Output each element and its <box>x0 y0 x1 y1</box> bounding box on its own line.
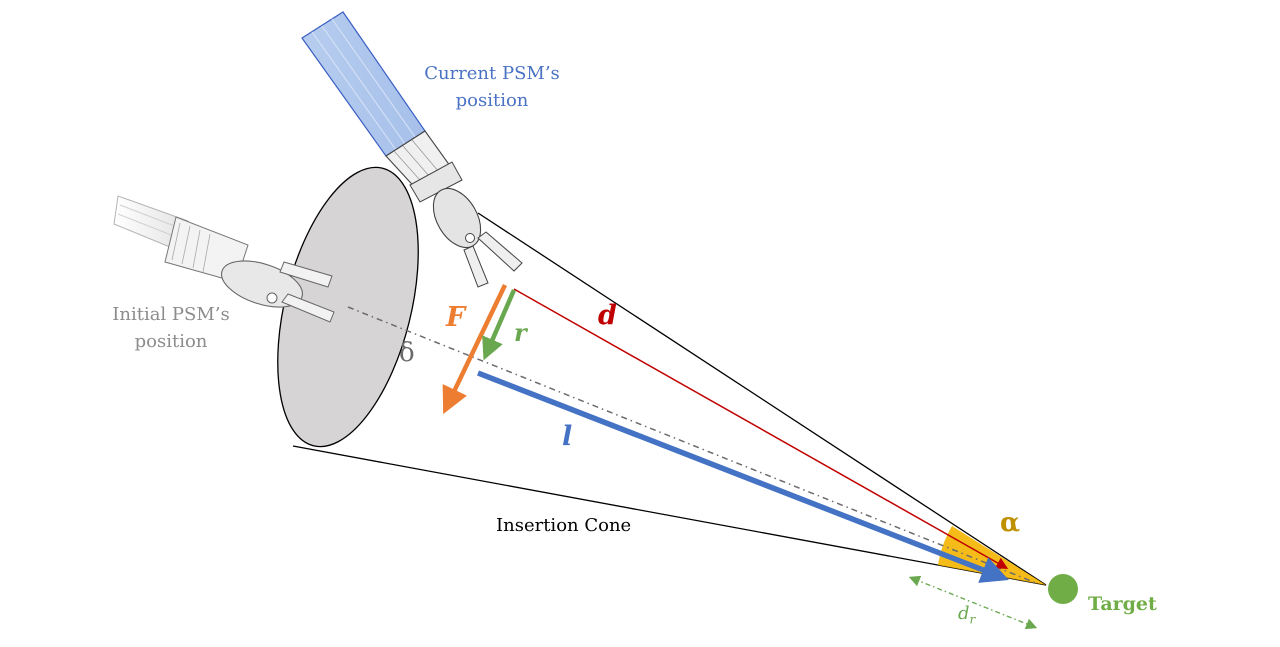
f-symbol: F <box>446 302 466 333</box>
r-vector <box>482 289 517 361</box>
target-dot <box>1048 574 1078 604</box>
dr-symbol-sub: r <box>969 612 976 627</box>
l-vector <box>477 370 1009 583</box>
target-label: Target <box>1088 593 1157 615</box>
current-psm-label: Current PSM’s position <box>412 60 572 114</box>
dr-symbol: dr <box>958 603 975 627</box>
current-psm-label-line1: Current PSM’s <box>424 63 560 84</box>
r-symbol: r <box>514 318 527 347</box>
current-psm-tool <box>301 11 523 288</box>
dr-symbol-main: d <box>958 603 970 624</box>
d-symbol: d <box>598 300 617 331</box>
current-psm-label-line2: position <box>455 90 529 111</box>
d-vector <box>513 288 1009 569</box>
alpha-wedge <box>938 526 1046 585</box>
f-vector <box>442 284 508 415</box>
dr-double-arrow <box>908 575 1038 630</box>
insertion-cone-label: Insertion Cone <box>496 515 632 536</box>
delta-symbol: δ <box>399 338 415 368</box>
initial-psm-label: Initial PSM’s position <box>96 301 246 355</box>
initial-psm-label-line2: position <box>134 331 208 352</box>
cone-axis-dashdot <box>347 306 1037 584</box>
cone-upper-edge <box>477 212 1047 586</box>
initial-psm-label-line1: Initial PSM’s <box>112 304 230 325</box>
alpha-symbol: α <box>1000 508 1021 538</box>
initial-psm-tool <box>113 195 335 323</box>
cone-lower-edge <box>292 445 1047 586</box>
l-symbol: l <box>562 421 573 452</box>
